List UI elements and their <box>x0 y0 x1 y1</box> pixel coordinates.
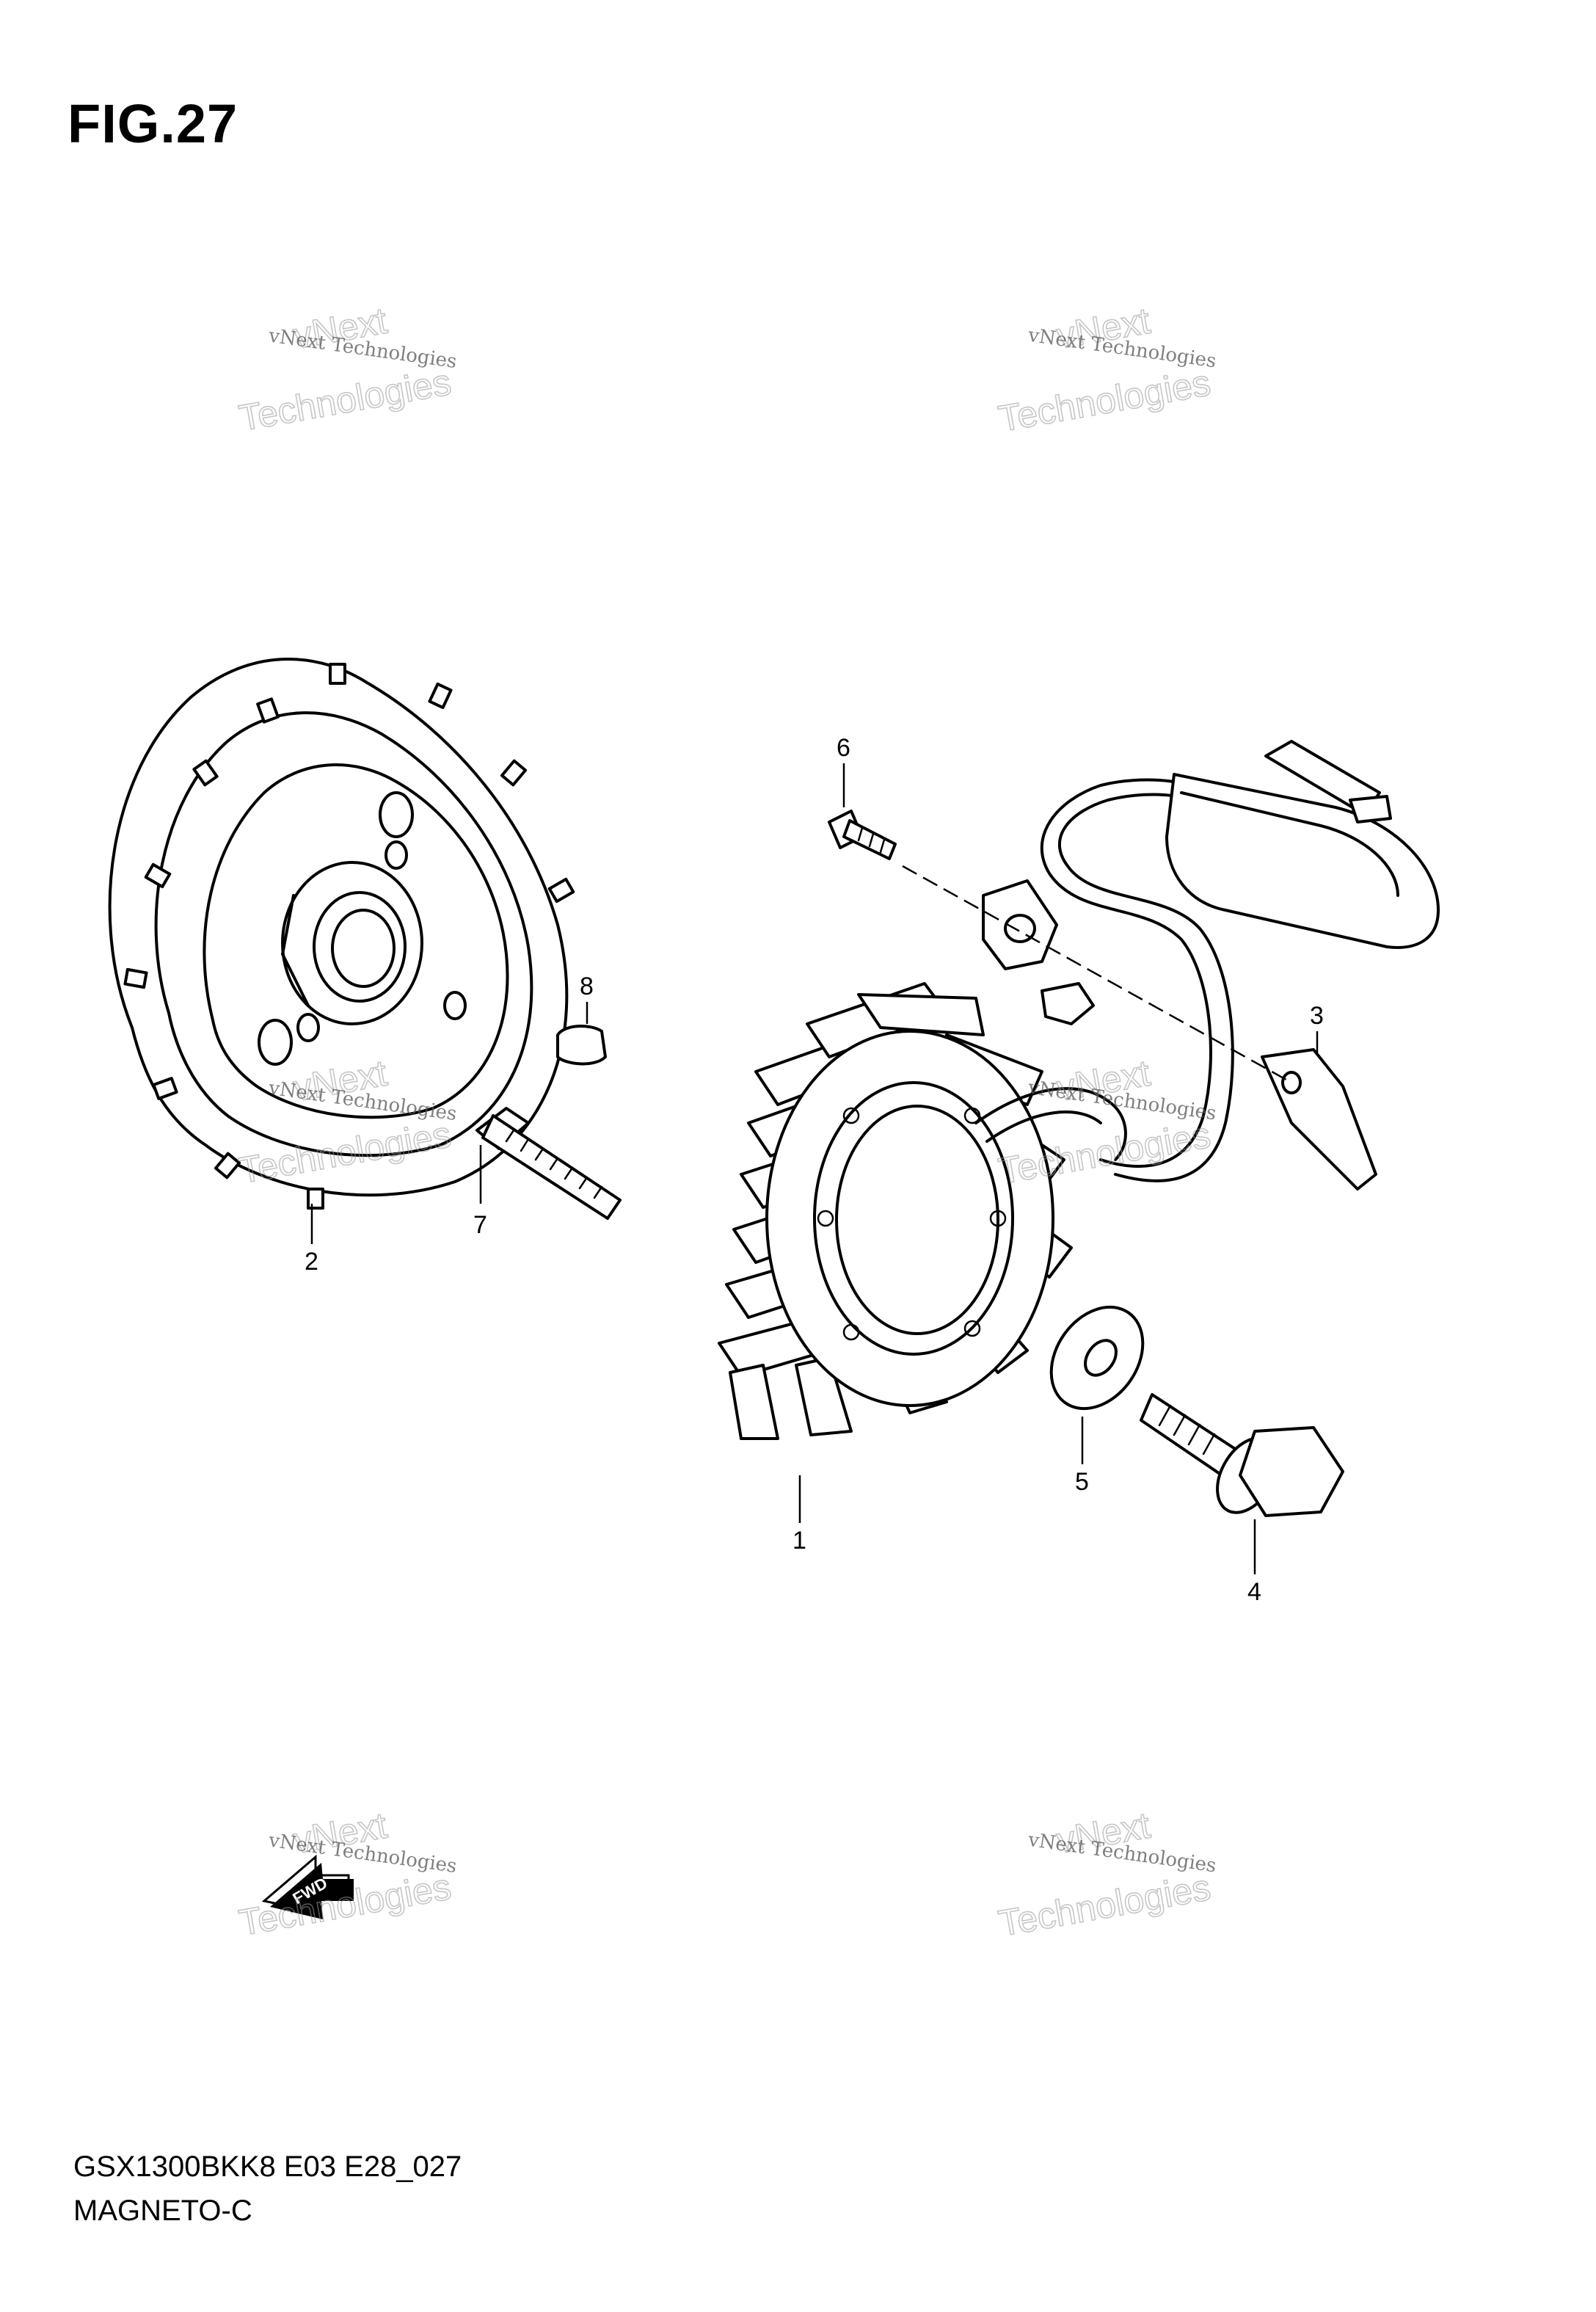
watermark-top-left: vNext vNext Technologies Technologies <box>236 299 459 440</box>
callout-3: 3 <box>1310 1002 1324 1030</box>
callout-2: 2 <box>305 1248 318 1276</box>
watermark-top-right: vNext vNext Technologies Technologies <box>995 299 1218 440</box>
flange-bolt-part <box>1140 1393 1344 1574</box>
svg-text:Technologies: Technologies <box>996 362 1214 440</box>
callout-1: 1 <box>792 1527 806 1555</box>
section-name-label: MAGNETO-C <box>73 2195 252 2227</box>
svg-text:Technologies: Technologies <box>236 361 454 439</box>
callout-5: 5 <box>1075 1468 1089 1496</box>
stator-part <box>718 982 1127 1523</box>
svg-text:Technologies: Technologies <box>996 1866 1214 1944</box>
figure-title: FIG.27 <box>68 93 238 154</box>
watermark-middle-left: vNext vNext Technologies Technologies <box>236 1052 459 1192</box>
watermark-bottom-left: vNext vNext Technologies Technologies <box>236 1804 459 1944</box>
svg-text:Technologies: Technologies <box>236 1113 454 1191</box>
rotor-part <box>108 658 575 1244</box>
model-code-label: GSX1300BKK8 E03 E28_027 <box>73 2151 462 2183</box>
rotor-bolt-part <box>475 1107 622 1220</box>
callout-4: 4 <box>1247 1578 1261 1606</box>
watermark-bottom-right: vNext vNext Technologies Technologies <box>995 1804 1218 1945</box>
callout-6: 6 <box>837 734 850 762</box>
callout-7: 7 <box>473 1211 487 1239</box>
harness-part <box>902 740 1440 1190</box>
washer-part <box>1049 1305 1145 1464</box>
screw-part <box>828 763 897 860</box>
woodruff-key-part <box>556 1002 607 1066</box>
callout-8: 8 <box>580 973 594 1000</box>
